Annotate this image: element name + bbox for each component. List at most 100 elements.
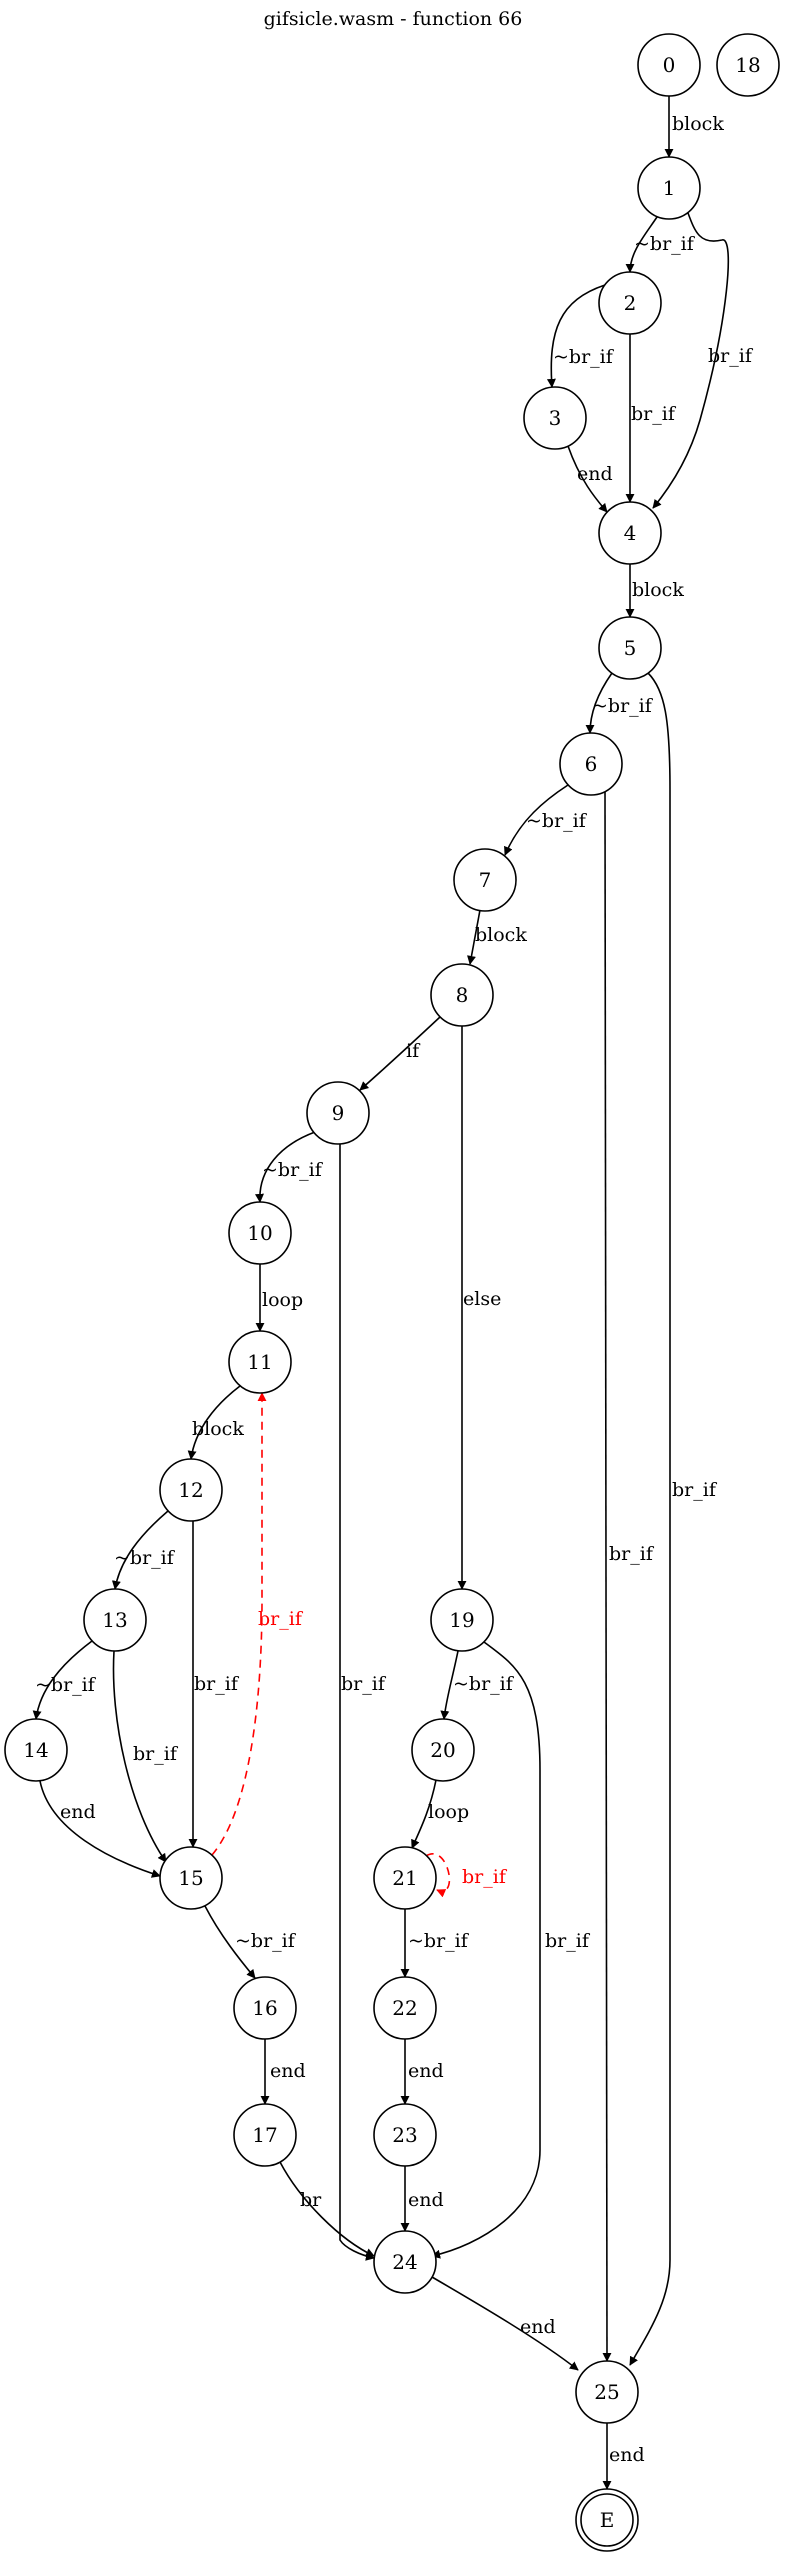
node-circle xyxy=(637,156,701,220)
edge-14-15: end xyxy=(39,1780,161,1878)
edge-line xyxy=(359,1016,441,1091)
node-label: 5 xyxy=(624,636,637,660)
edge-15-11: br_if xyxy=(211,1392,304,1856)
node-label: 2 xyxy=(624,291,637,315)
edge-4-5: block xyxy=(625,564,684,618)
edge-5-25: br_if xyxy=(629,672,718,2366)
edge-label: ~br_if xyxy=(235,1930,297,1952)
node-circle xyxy=(4,1718,68,1782)
edge-label: br_if xyxy=(545,1930,591,1952)
edge-label: end xyxy=(520,2316,556,2338)
edge-line xyxy=(585,672,613,734)
edge-label: br_if xyxy=(194,1673,240,1695)
node-label: 24 xyxy=(392,2250,417,2274)
node-inner-circle xyxy=(580,2493,634,2547)
edge-line xyxy=(411,1779,437,1849)
edge-line xyxy=(546,284,606,388)
node-6: 6 xyxy=(559,732,623,796)
node-circle xyxy=(228,1330,292,1394)
edge-label: br xyxy=(300,2189,322,2211)
edges-layer: block~br_ifbr_if~br_ifbr_ifendblock~br_i… xyxy=(32,96,754,2490)
edge-line xyxy=(567,445,608,513)
node-circle xyxy=(430,1588,494,1652)
node-label: 8 xyxy=(456,983,469,1007)
edge-line xyxy=(112,1650,167,1863)
edge-6-25: br_if xyxy=(602,791,655,2362)
node-14: 14 xyxy=(4,1718,68,1782)
node-circle xyxy=(453,848,517,912)
node-circle xyxy=(430,963,494,1027)
node-label: 11 xyxy=(247,1350,272,1374)
edge-5-6: ~br_if xyxy=(585,672,654,734)
node-circle xyxy=(411,1718,475,1782)
node-25: 25 xyxy=(575,2360,639,2424)
edge-11-12: block xyxy=(187,1385,244,1460)
edge-line xyxy=(32,1640,93,1720)
edge-label: end xyxy=(270,2060,306,2082)
edge-0-1: block xyxy=(664,96,724,158)
edge-label: br_if xyxy=(708,345,754,367)
edge-8-9: if xyxy=(359,1016,441,1091)
edge-12-13: ~br_if xyxy=(111,1510,176,1590)
edge-label: else xyxy=(463,1288,501,1310)
edge-line xyxy=(111,1510,169,1590)
node-label: 15 xyxy=(178,1866,203,1890)
node-20: 20 xyxy=(411,1718,475,1782)
edge-line xyxy=(431,1641,541,2259)
node-circle xyxy=(373,2230,437,2294)
node-2: 2 xyxy=(598,271,662,335)
node-circle xyxy=(716,33,780,97)
node-circle xyxy=(159,1846,223,1910)
node-11: 11 xyxy=(228,1330,292,1394)
node-label: 14 xyxy=(23,1738,48,1762)
edge-label: ~br_if xyxy=(408,1930,470,1952)
edge-label: br_if xyxy=(631,403,677,425)
edge-24-25: end xyxy=(431,2276,579,2371)
edge-17-24: br xyxy=(279,2161,375,2257)
edge-21-22: ~br_if xyxy=(400,1909,470,1978)
edge-19-24: br_if xyxy=(431,1641,591,2259)
node-label: 21 xyxy=(392,1866,417,1890)
edge-10-11: loop xyxy=(255,1264,303,1332)
edge-label: block xyxy=(192,1418,244,1440)
node-3: 3 xyxy=(523,386,587,450)
node-circle xyxy=(523,386,587,450)
node-label: 17 xyxy=(252,2123,277,2147)
edge-3-4: end xyxy=(567,445,613,513)
edge-label: loop xyxy=(262,1289,303,1311)
node-21: 21 xyxy=(373,1846,437,1910)
edge-label: ~br_if xyxy=(114,1547,176,1569)
node-label: 9 xyxy=(332,1101,345,1125)
node-label: 10 xyxy=(247,1221,272,1245)
edge-line xyxy=(504,784,569,856)
node-label: 4 xyxy=(624,521,637,545)
edge-label: br_if xyxy=(258,1608,304,1630)
node-23: 23 xyxy=(373,2103,437,2167)
node-circle xyxy=(373,1846,437,1910)
node-19: 19 xyxy=(430,1588,494,1652)
edge-line xyxy=(467,909,481,965)
edge-label: ~br_if xyxy=(592,695,654,717)
node-circle xyxy=(598,271,662,335)
edge-label: ~br_if xyxy=(35,1674,97,1696)
edge-7-8: block xyxy=(467,909,527,965)
node-12: 12 xyxy=(159,1458,223,1522)
edge-label: end xyxy=(60,1801,96,1823)
node-18: 18 xyxy=(716,33,780,97)
edge-line xyxy=(629,672,671,2366)
edge-1-2: ~br_if xyxy=(625,216,696,273)
node-7: 7 xyxy=(453,848,517,912)
edge-line xyxy=(211,1392,267,1856)
edge-9-24: br_if xyxy=(339,1144,387,2261)
edge-label: ~br_if xyxy=(262,1159,324,1181)
edge-label: br_if xyxy=(341,1673,387,1695)
edge-label: br_if xyxy=(609,1543,655,1565)
edge-line xyxy=(339,1144,375,2261)
edge-12-15: br_if xyxy=(188,1521,240,1848)
edge-label: block xyxy=(475,924,527,946)
edge-label: ~br_if xyxy=(634,233,696,255)
node-label: 13 xyxy=(102,1608,127,1632)
node-16: 16 xyxy=(233,1976,297,2040)
edge-label: if xyxy=(406,1040,421,1062)
node-22: 22 xyxy=(373,1976,437,2040)
